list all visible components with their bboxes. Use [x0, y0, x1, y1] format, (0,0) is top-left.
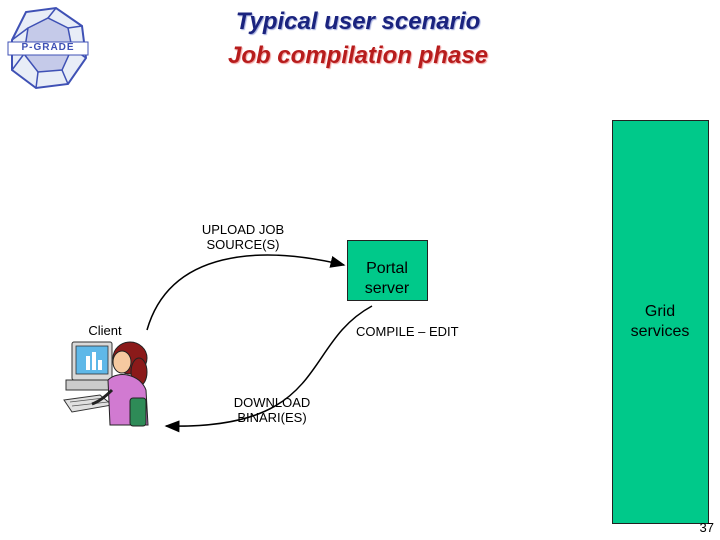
upload-label-line-1: UPLOAD JOB — [201, 222, 285, 237]
upload-label-line-2: SOURCE(S) — [206, 237, 280, 252]
client-label: Client — [88, 323, 122, 338]
grid-line-1: Grid — [644, 303, 676, 320]
grid-services-label: Grid services — [612, 302, 708, 342]
title-line-2: Job compilation phase — [227, 42, 489, 69]
portal-line-2: server — [364, 280, 410, 297]
upload-label: UPLOAD JOB SOURCE(S) — [188, 222, 298, 252]
logo-text: P-GRADE — [21, 42, 75, 53]
download-arrow — [164, 305, 373, 433]
page-number: 37 — [699, 520, 714, 535]
title-line-1: Typical user scenario — [235, 8, 481, 35]
download-label: DOWNLOAD BINARI(ES) — [222, 395, 322, 425]
portal-server-label: Portal server — [347, 259, 427, 299]
grid-line-2: services — [630, 323, 690, 340]
portal-line-1: Portal — [366, 260, 408, 277]
download-label-line-1: DOWNLOAD — [233, 395, 311, 410]
compile-edit-label: COMPILE – EDIT — [356, 324, 459, 339]
grid-services-box — [612, 120, 709, 524]
portal-server-box — [347, 240, 428, 301]
upload-arrow — [146, 254, 346, 331]
download-label-line-2: BINARI(ES) — [237, 410, 307, 425]
